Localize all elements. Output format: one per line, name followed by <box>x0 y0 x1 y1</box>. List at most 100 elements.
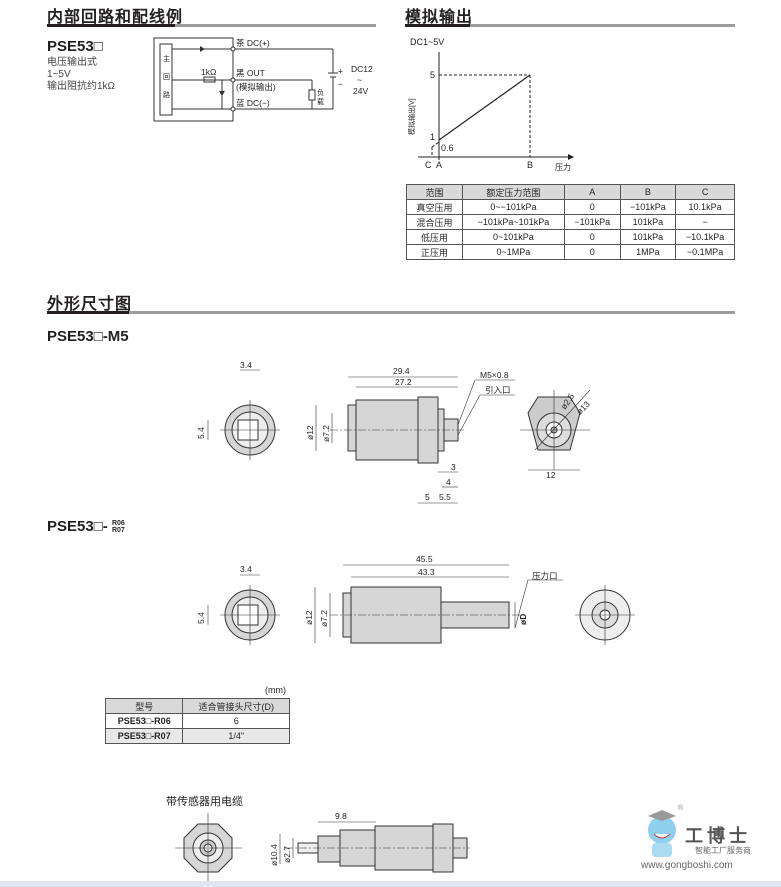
circuit-diagram: 主 回 路 1kΩ 茶 DC(+) 黑 OUT (模拟输出) 蓝 DC(−) 负… <box>153 37 373 122</box>
analog-out-label: (模拟输出) <box>236 82 276 92</box>
dim-label: 5.4 <box>196 427 206 439</box>
table-cell: 0~−101kPa <box>461 199 565 215</box>
dim-label: ø2.7 <box>282 846 292 863</box>
table-cell: −10.1kPa <box>675 229 735 245</box>
dim-label: 3 <box>451 462 456 472</box>
table-header-row: 范围 额定压力范围 A B C <box>406 184 735 200</box>
table-cell: 真空压用 <box>406 199 463 215</box>
graph-top-label: DC1~5V <box>410 37 444 47</box>
title-bar-gray <box>175 24 376 27</box>
cable-dimension-drawing: 9.8 ø10.4 ø2.7 <box>175 811 470 883</box>
watermark-url: www.gongboshi.com <box>641 860 733 871</box>
table-header: B <box>619 184 677 200</box>
supply-label: ~ <box>357 75 362 85</box>
table-cell: 1MPa <box>619 244 677 260</box>
table-cell: 混合压用 <box>406 214 463 230</box>
desc-line: 输出阻抗约1kΩ <box>47 81 116 92</box>
x-tick: A <box>436 160 442 170</box>
r-model-suffix: R06 R07 <box>112 520 125 534</box>
table-header: 额定压力范围 <box>461 184 565 200</box>
table-cell: 0 <box>563 244 621 260</box>
table-cell: −101kPa <box>563 214 621 230</box>
dimension-section-title: 外形尺寸图 <box>47 296 133 313</box>
y-tick: 1 <box>430 132 435 142</box>
dim-label: 43.3 <box>418 567 435 577</box>
supply-label: 24V <box>353 86 368 96</box>
table-cell: −0.1MPa <box>675 244 735 260</box>
analog-section-title: 模拟输出 <box>405 9 474 26</box>
main-circuit-char: 路 <box>163 90 170 99</box>
table-cell: 101kPa <box>619 214 677 230</box>
title-bar-gray <box>129 311 735 314</box>
table-cell: 正压用 <box>406 244 463 260</box>
table-cell: 6 <box>182 713 290 729</box>
analog-output-graph: DC1~5V 5 1 0.6 C A B 压力 模拟输出[V] <box>407 37 574 172</box>
title-bar <box>405 24 470 27</box>
table-header: 适合管接头尺寸(D) <box>182 698 290 714</box>
x-tick: C <box>425 160 432 170</box>
table-cell: 0 <box>563 199 621 215</box>
r-dimension-drawing: 3.4 5.4 45.5 43.3 ø12 ø7.2 压力口 øD <box>196 554 635 645</box>
x-axis-label: 压力 <box>555 162 571 172</box>
circuit-desc: 电压输出式 1~5V 输出阻抗约1kΩ <box>47 57 115 93</box>
m5-dimension-drawing: 3.4 5.4 29.4 27.2 ø12 ø7.2 M5×0.8 引入口 3 … <box>196 360 592 504</box>
watermark-logo: 工博士 ® 智能工厂服务商 www.gongboshi.com <box>638 805 778 880</box>
dim-label: 29.4 <box>393 366 410 376</box>
wire-brown-label: 茶 DC(+) <box>236 38 270 48</box>
dim-label: ø10.4 <box>269 844 279 866</box>
y-tick: 5 <box>430 70 435 80</box>
table-cell: −101kPa~101kPa <box>461 214 565 230</box>
wire-black-label: 黑 OUT <box>236 68 265 78</box>
desc-line: 电压输出式 <box>47 57 97 68</box>
table-cell: − <box>675 214 735 230</box>
mascot-icon <box>648 810 676 857</box>
dim-label: øD <box>518 614 528 625</box>
main-circuit-char: 主 <box>163 54 170 63</box>
table-header: A <box>563 184 621 200</box>
dim-label: 压力口 <box>532 571 558 581</box>
suffix-r07: R07 <box>111 527 125 535</box>
title-bar-gray <box>470 24 735 27</box>
r-model: PSE53□- R06 R07 <box>47 518 125 535</box>
table-cell: 101kPa <box>619 229 677 245</box>
dim-label: 5 <box>425 492 430 502</box>
minus-sign: − <box>338 79 343 89</box>
supply-label: DC12 <box>351 64 373 74</box>
wire-blue-label: 蓝 DC(−) <box>236 98 270 108</box>
circuit-section-title: 内部回路和配线例 <box>47 9 184 26</box>
dim-label: 5.4 <box>196 612 206 624</box>
table-cell: PSE53□-R07 <box>104 728 184 744</box>
table-cell: −101kPa <box>619 199 677 215</box>
table-header: 范围 <box>406 184 463 200</box>
table-cell: 低压用 <box>406 229 463 245</box>
dim-label: 3.4 <box>240 564 252 574</box>
dim-label: 4 <box>446 477 451 487</box>
dim-label: 5.5 <box>439 492 451 502</box>
offset-label: 0.6 <box>441 143 454 153</box>
watermark-brand: 工博士 <box>685 826 751 846</box>
table-header: C <box>675 184 735 200</box>
dim-label: 9.8 <box>335 811 347 821</box>
dim-label: 3.4 <box>240 360 252 370</box>
zener-diode-icon <box>219 91 225 96</box>
suffix-r06: R06 <box>111 520 125 528</box>
circuit-model: PSE53□ <box>47 38 103 55</box>
dim-label: 12 <box>546 470 556 480</box>
table-cell: 1/4" <box>182 728 290 744</box>
unit-label: (mm) <box>265 685 286 695</box>
m5-model: PSE53□-M5 <box>47 328 129 345</box>
x-tick: B <box>527 160 533 170</box>
watermark-reg: ® <box>678 805 684 812</box>
dim-label: 27.2 <box>395 377 412 387</box>
resistor-label: 1kΩ <box>201 67 216 77</box>
diode-icon <box>200 46 205 52</box>
table-header-row: 型号 适合管接头尺寸(D) <box>104 698 290 714</box>
load-label: 载 <box>317 97 324 106</box>
table-cell: 0~101kPa <box>461 229 565 245</box>
